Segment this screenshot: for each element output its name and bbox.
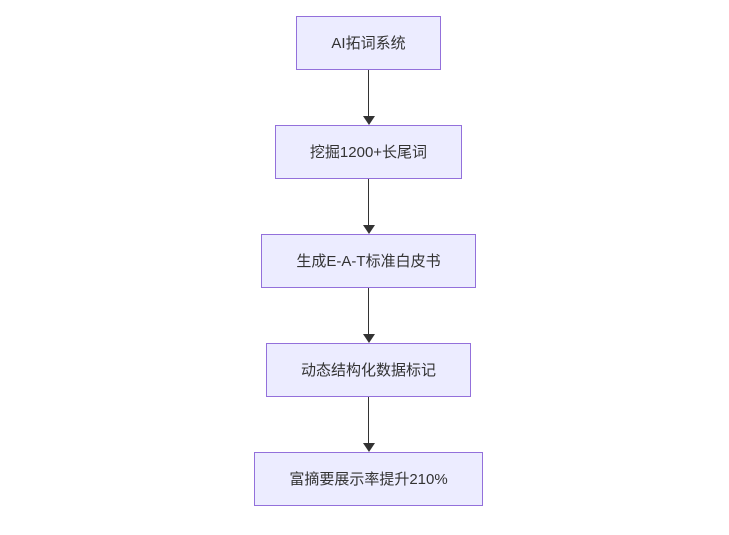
arrow-head-icon <box>362 334 375 343</box>
flow-node-eat-whitepaper: 生成E-A-T标准白皮书 <box>261 234 476 288</box>
arrow-head-icon <box>362 443 375 452</box>
arrow-head-icon <box>362 116 375 125</box>
arrow-down-4 <box>362 397 375 452</box>
arrow-down-1 <box>362 70 375 125</box>
arrow-down-3 <box>362 288 375 343</box>
flow-node-longtail-mining: 挖掘1200+长尾词 <box>274 125 463 179</box>
arrow-line <box>367 179 370 225</box>
flow-node-structured-data: 动态结构化数据标记 <box>265 343 471 397</box>
flow-node-label: 生成E-A-T标准白皮书 <box>296 252 441 270</box>
flow-node-ai-system: AI拓词系统 <box>296 16 441 70</box>
flow-node-label: 挖掘1200+长尾词 <box>309 143 428 161</box>
arrow-head-icon <box>362 225 375 234</box>
arrow-line <box>367 70 370 116</box>
flow-node-label: 动态结构化数据标记 <box>300 361 436 379</box>
arrow-down-2 <box>362 179 375 234</box>
flowchart-canvas: AI拓词系统 挖掘1200+长尾词 生成E-A-T标准白皮书 动态结构化数据标记… <box>4 0 729 535</box>
arrow-line <box>367 397 370 443</box>
flow-node-label: 富摘要展示率提升210% <box>289 470 448 488</box>
flow-node-label: AI拓词系统 <box>331 34 406 52</box>
arrow-line <box>367 288 370 334</box>
flow-node-rich-snippet-result: 富摘要展示率提升210% <box>254 452 483 506</box>
